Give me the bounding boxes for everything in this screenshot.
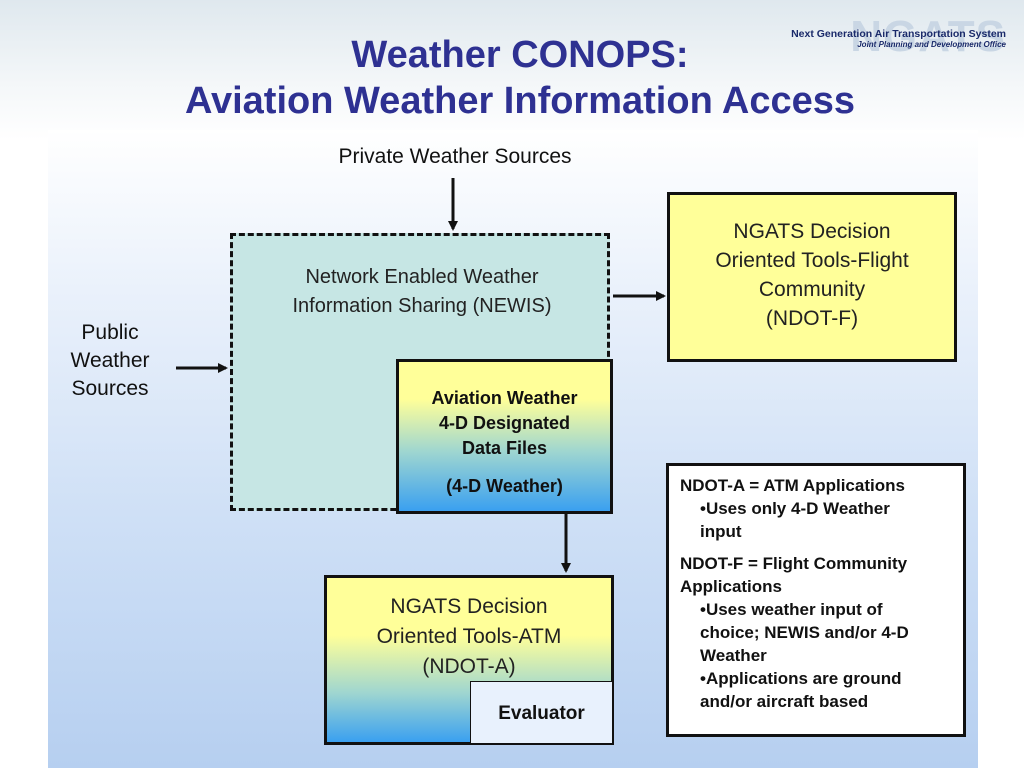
ngats-logo: NGATS Next Generation Air Transportation… xyxy=(760,10,1024,61)
private-weather-sources-label: Private Weather Sources xyxy=(338,145,572,168)
legend-line-9: •Applications are ground xyxy=(700,669,902,688)
slide-title-line-1: Weather CONOPS: xyxy=(351,34,689,76)
ndot-f-line-1: NGATS Decision xyxy=(733,220,891,243)
public-sources-line-2: Weather xyxy=(70,349,150,372)
aviation-weather-line-1: Aviation Weather xyxy=(431,388,578,408)
logo-acronym: NGATS xyxy=(850,12,1006,61)
legend-line-4: NDOT-F = Flight Community xyxy=(680,554,908,573)
public-sources-line-3: Sources xyxy=(71,377,149,400)
slide-header-background xyxy=(0,0,1024,140)
aviation-weather-data-files-box: Aviation Weather 4-D Designated Data Fil… xyxy=(396,359,613,514)
legend-line-10: and/or aircraft based xyxy=(700,692,869,711)
ndot-f-line-4: (NDOT-F) xyxy=(765,307,859,330)
ndot-a-line-3: (NDOT-A) xyxy=(422,655,516,678)
legend-line-5: Applications xyxy=(680,577,783,596)
newis-line-2: Information Sharing (NEWIS) xyxy=(292,295,552,317)
legend-line-8: Weather xyxy=(700,646,767,665)
legend-box: NDOT-A = ATM Applications •Uses only 4-D… xyxy=(666,463,966,737)
legend-line-6: •Uses weather input of xyxy=(700,600,883,619)
legend-line-3: input xyxy=(700,522,742,541)
aviation-weather-sublabel: (4-D Weather) xyxy=(446,476,563,496)
ndot-f-label: NGATS Decision Oriented Tools-Flight Com… xyxy=(670,217,954,333)
newis-label: Network Enabled Weather Information Shar… xyxy=(238,263,606,321)
ndot-f-box: NGATS Decision Oriented Tools-Flight Com… xyxy=(667,192,957,362)
aviation-weather-line-3: Data Files xyxy=(461,438,548,458)
public-sources-line-1: Public xyxy=(81,321,139,344)
ndot-a-label: NGATS Decision Oriented Tools-ATM (NDOT-… xyxy=(327,592,611,682)
legend-line-7: choice; NEWIS and/or 4-D xyxy=(700,623,909,642)
newis-line-1: Network Enabled Weather xyxy=(305,266,539,288)
ndot-a-line-2: Oriented Tools-ATM xyxy=(376,625,562,648)
ndot-a-line-1: NGATS Decision xyxy=(390,595,548,618)
aviation-weather-line-2: 4-D Designated xyxy=(438,413,571,433)
ndot-f-line-3: Community xyxy=(758,278,866,301)
ndot-f-line-2: Oriented Tools-Flight xyxy=(715,249,909,272)
evaluator-box: Evaluator xyxy=(470,681,613,744)
logo-line-1: Next Generation Air Transportation Syste… xyxy=(791,28,1006,40)
logo-line-2: Joint Planning and Development Office xyxy=(857,40,1006,49)
legend-line-1: NDOT-A = ATM Applications xyxy=(680,476,905,495)
legend-line-2: •Uses only 4-D Weather xyxy=(700,499,890,518)
aviation-weather-label: Aviation Weather 4-D Designated Data Fil… xyxy=(399,386,610,461)
slide-title-line-2: Aviation Weather Information Access xyxy=(184,80,856,122)
public-weather-sources-label: Public Weather Sources xyxy=(50,319,170,403)
